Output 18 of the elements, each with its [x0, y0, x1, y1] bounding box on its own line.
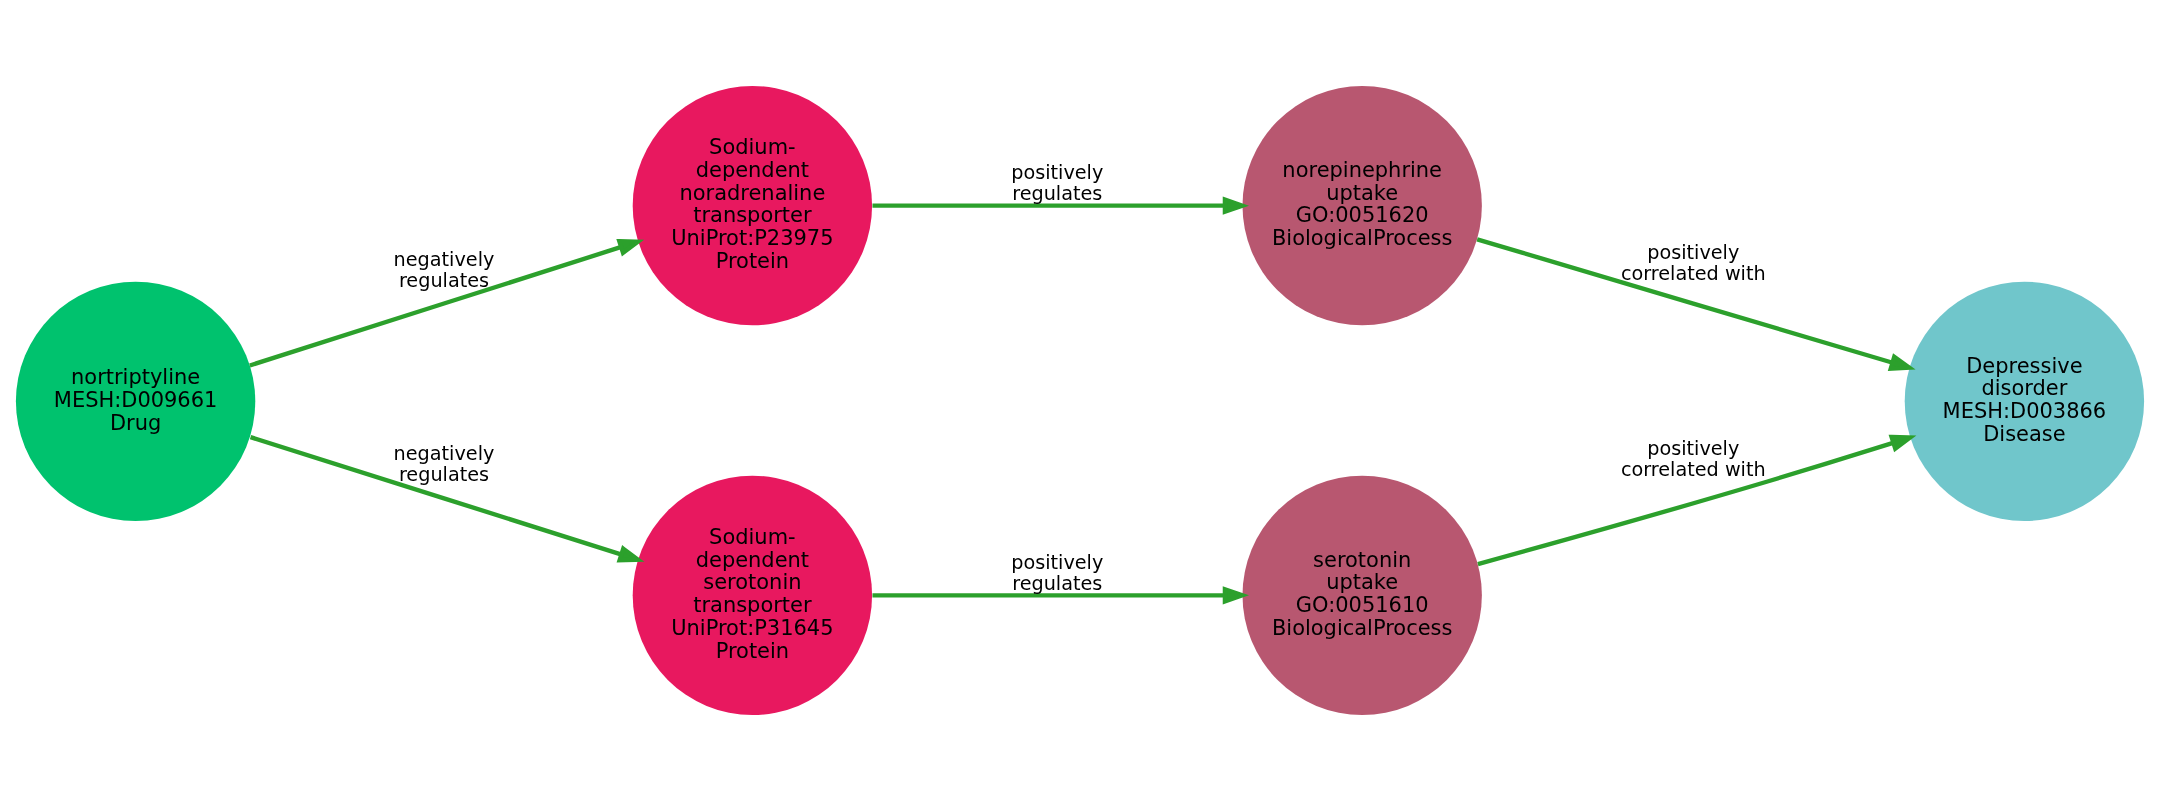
arrow — [249, 238, 645, 368]
edge-label: negatively regulates — [393, 441, 495, 486]
arrow — [249, 434, 645, 563]
node-circle: Sodium-dependent serotonin transporter UniProt:P31645 Protein — [632, 475, 873, 715]
edge-label: positively correlated with — [1620, 436, 1766, 481]
arrow — [872, 585, 1249, 605]
node-circle: nortriptyline MESH:D009661 Drug — [15, 281, 256, 521]
edge-label: negatively regulates — [393, 247, 495, 292]
edge-label: positively correlated with — [1620, 240, 1766, 285]
arrow — [1477, 434, 1917, 566]
node-circle: Sodium-dependent noradrenaline transporter UniProt:P23975 Protein — [632, 85, 873, 325]
node-circle: serotonin uptake GO:0051610 BiologicalProcess — [1242, 475, 1482, 715]
edge-label: positively regulates — [1011, 160, 1104, 205]
arrow — [1476, 236, 1916, 371]
node-circle: Depressive disorder MESH:D003866 Disease — [1904, 281, 2145, 521]
edge-label: positively regulates — [1011, 550, 1104, 595]
arrow — [872, 195, 1249, 215]
node-circle: norepinephrine uptake GO:0051620 BiologicalProcess — [1242, 85, 1482, 325]
